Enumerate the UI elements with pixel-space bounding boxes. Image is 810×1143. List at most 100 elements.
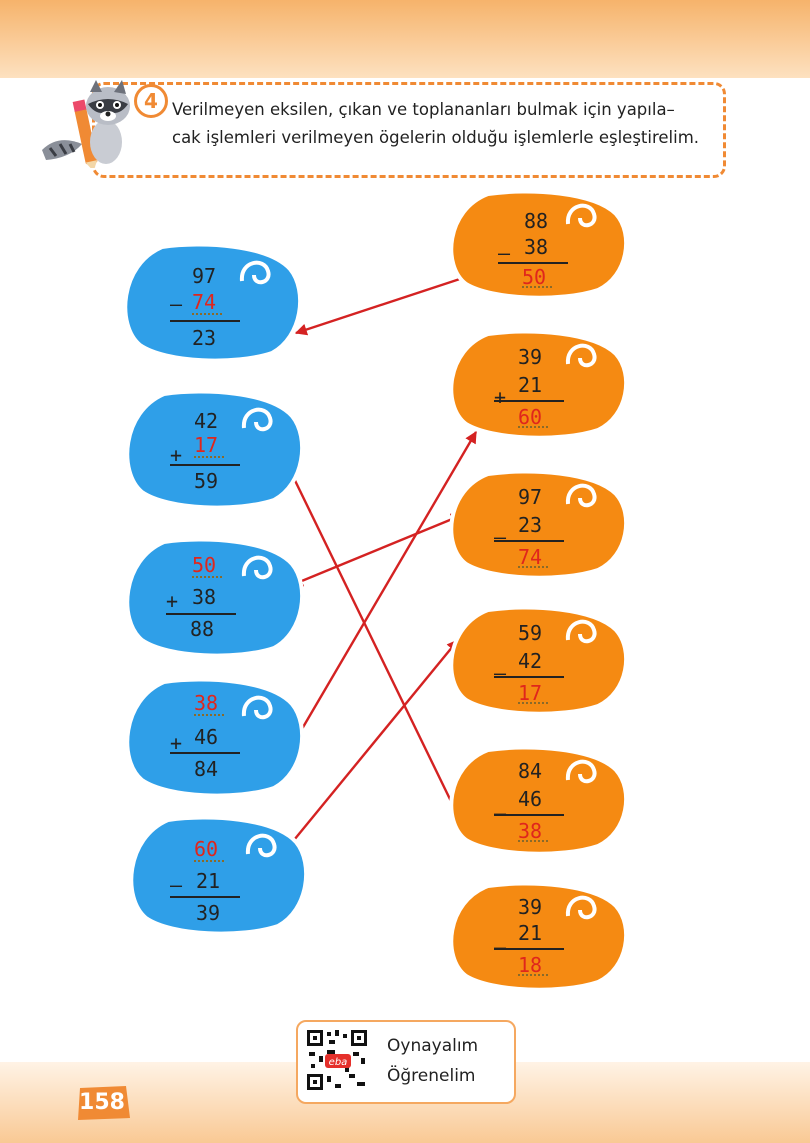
result-bar: [494, 540, 564, 542]
bubble-blue-shape: [125, 537, 305, 658]
right-operation-5[interactable]: 84 – 46 38: [448, 745, 629, 856]
result-value: 88: [190, 617, 215, 641]
operator-sign: –: [170, 292, 183, 316]
left-operation-5[interactable]: 60 – 21 39: [128, 815, 309, 936]
operator-sign: –: [170, 873, 183, 897]
mid-operand: 23: [518, 513, 543, 537]
left-operation-4[interactable]: 38 + 46 84: [124, 677, 305, 798]
mid-operand: 38: [192, 585, 217, 609]
result-bar: [170, 896, 240, 898]
qr-label-line-1: Oynayalım: [387, 1036, 479, 1056]
answer-result: 17: [518, 681, 543, 705]
top-operand: 42: [194, 409, 219, 433]
answer-dotted-line: [192, 576, 222, 578]
raccoon-mascot-icon: [42, 80, 130, 168]
answer-result: 60: [518, 405, 543, 429]
right-operation-1[interactable]: 88 – 38 50: [448, 189, 629, 300]
operator-sign: –: [494, 801, 507, 825]
right-operation-6[interactable]: 39 – 21 18: [448, 881, 629, 992]
top-decorative-band: [0, 0, 810, 78]
answer-dotted-line: [194, 714, 224, 716]
answer-dotted-line: [194, 456, 224, 458]
operator-sign: –: [494, 935, 507, 959]
mid-operand: 21: [518, 921, 543, 945]
mid-operand: 21: [518, 373, 543, 397]
operator-sign: +: [494, 385, 507, 409]
result-bar: [498, 262, 568, 264]
result-value: 23: [192, 326, 217, 350]
result-bar: [494, 676, 564, 678]
answer-top-operand: 60: [194, 837, 219, 861]
match-arrow-1: [294, 272, 474, 336]
right-operation-3[interactable]: 97 – 23 74: [448, 469, 629, 580]
bubble-orange-shape: [449, 881, 629, 992]
result-bar: [494, 400, 564, 402]
answer-dotted-line: [194, 860, 224, 862]
top-operand: 97: [192, 264, 217, 288]
activity-number-badge: 4: [134, 84, 168, 118]
qr-label-line-2: Öğrenelim: [387, 1066, 476, 1086]
bubble-orange-shape: [449, 745, 629, 856]
left-operation-2[interactable]: 42 + 17 59: [124, 389, 305, 510]
result-value: 59: [194, 469, 219, 493]
answer-result: 18: [518, 953, 543, 977]
mid-operand: 38: [524, 235, 549, 259]
page-number: 158: [79, 1090, 125, 1115]
operator-sign: +: [166, 589, 179, 613]
top-operand: 97: [518, 485, 543, 509]
operator-sign: –: [494, 525, 507, 549]
answer-result: 38: [518, 819, 543, 843]
operator-sign: –: [498, 241, 511, 265]
answer-dotted-line: [518, 566, 548, 568]
answer-dotted-line: [192, 313, 222, 315]
page-number-tag-icon: [78, 1086, 130, 1120]
mid-operand: 42: [518, 649, 543, 673]
answer-dotted-line: [518, 840, 548, 842]
instruction-line-1: Verilmeyen eksilen, çıkan ve toplananlar…: [172, 100, 675, 119]
instruction-line-2: cak işlemleri verilmeyen ögelerin olduğu…: [172, 128, 700, 148]
bubble-orange-shape: [449, 189, 629, 300]
left-operation-3[interactable]: 50 + 38 88: [124, 537, 305, 658]
bubble-blue-shape: [123, 242, 303, 363]
answer-result: 74: [518, 545, 543, 569]
bubble-orange-shape: [449, 469, 629, 580]
top-operand: 39: [518, 345, 543, 369]
answer-mid-operand: 17: [194, 433, 219, 457]
operator-sign: –: [494, 661, 507, 685]
bubble-orange-shape: [449, 329, 629, 440]
mid-operand: 46: [518, 787, 543, 811]
svg-text:eba: eba: [329, 1057, 348, 1068]
result-value: 39: [196, 901, 221, 925]
match-arrow-5: [275, 639, 459, 863]
bubble-blue-shape: [129, 815, 309, 936]
result-bar: [170, 464, 240, 466]
result-bar: [170, 752, 240, 754]
top-operand: 84: [518, 759, 543, 783]
right-operation-2[interactable]: 39 + 21 60: [448, 329, 629, 440]
answer-dotted-line: [518, 702, 548, 704]
top-operand: 88: [524, 209, 549, 233]
result-bar: [170, 320, 240, 322]
answer-dotted-line: [522, 286, 552, 288]
match-arrow-2: [284, 460, 466, 830]
answer-dotted-line: [518, 426, 548, 428]
result-bar: [166, 613, 236, 615]
bubble-blue-shape: [125, 389, 305, 510]
operator-sign: +: [170, 731, 183, 755]
right-operation-4[interactable]: 59 – 42 17: [448, 605, 629, 716]
mid-operand: 21: [196, 869, 221, 893]
result-value: 84: [194, 757, 219, 781]
left-operation-1[interactable]: 97 – 74 23: [122, 242, 303, 363]
instruction-text: Verilmeyen eksilen, çıkan ve toplananlar…: [172, 96, 732, 153]
answer-result: 50: [522, 265, 547, 289]
top-operand: 59: [518, 621, 543, 645]
qr-code-icon[interactable]: eba: [305, 1028, 369, 1092]
bubble-orange-shape: [449, 605, 629, 716]
result-bar: [494, 814, 564, 816]
top-operand: 39: [518, 895, 543, 919]
result-bar: [494, 948, 564, 950]
answer-top-operand: 50: [192, 553, 217, 577]
answer-dotted-line: [518, 974, 548, 976]
mid-operand: 46: [194, 725, 219, 749]
